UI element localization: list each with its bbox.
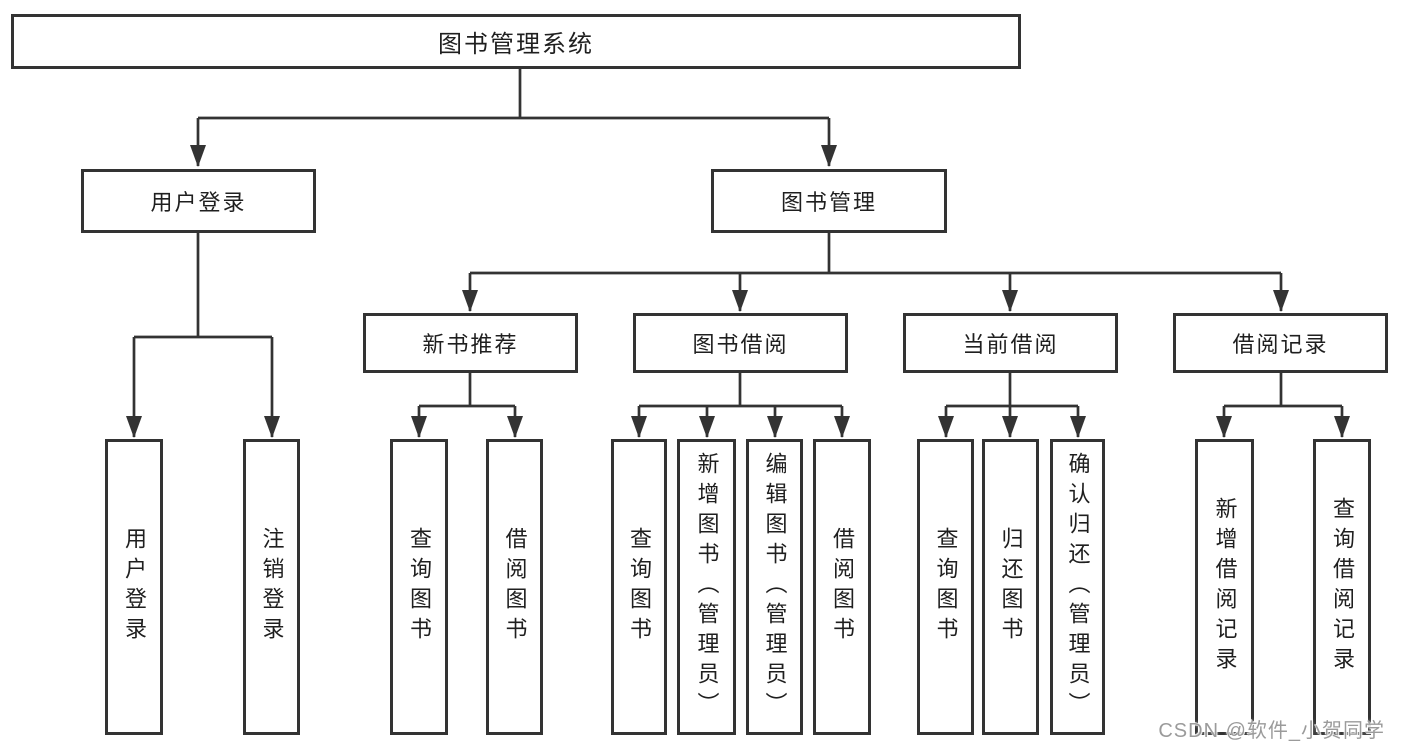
node-library-system-label: 图书管理系统 xyxy=(438,31,594,58)
node-borrowing-records: 借阅记录 xyxy=(1173,313,1388,373)
leaf-return-book: 归还图书 xyxy=(982,439,1039,735)
node-borrowing-records-label: 借阅记录 xyxy=(1232,332,1329,357)
leaf-logout-label: 注销登录 xyxy=(259,527,285,647)
leaf-query-books-recommend-label: 查询图书 xyxy=(407,527,432,647)
leaf-query-borrow-record: 查询借阅记录 xyxy=(1313,439,1371,735)
node-new-book-recommend-label: 新书推荐 xyxy=(422,332,519,357)
leaf-add-book-admin-label: 新增图书（管理员） xyxy=(694,452,720,722)
leaf-edit-book-admin-label: 编辑图书（管理员） xyxy=(762,452,788,722)
leaf-query-books-recommend: 查询图书 xyxy=(390,439,448,735)
leaf-query-books-current-label: 查询图书 xyxy=(933,527,959,647)
leaf-query-books-borrowing: 查询图书 xyxy=(611,439,667,735)
node-book-management: 图书管理 xyxy=(711,169,947,233)
node-current-borrowing-label: 当前借阅 xyxy=(962,332,1059,357)
arrow-lines xyxy=(126,118,1350,438)
leaf-return-book-label: 归还图书 xyxy=(998,527,1024,647)
leaf-borrow-books-borrowing-label: 借阅图书 xyxy=(830,527,855,647)
leaf-logout: 注销登录 xyxy=(243,439,300,735)
node-book-borrowing: 图书借阅 xyxy=(633,313,848,373)
leaf-borrow-books-borrowing: 借阅图书 xyxy=(813,439,871,735)
leaf-add-borrow-record-label: 新增借阅记录 xyxy=(1212,497,1238,677)
leaf-borrow-books-recommend-label: 借阅图书 xyxy=(502,527,528,647)
branch-lines xyxy=(134,67,1342,408)
node-book-borrowing-label: 图书借阅 xyxy=(692,332,789,357)
node-library-system: 图书管理系统 xyxy=(11,14,1021,69)
node-user-login-label: 用户登录 xyxy=(150,190,247,215)
leaf-borrow-books-recommend: 借阅图书 xyxy=(486,439,543,735)
node-new-book-recommend: 新书推荐 xyxy=(363,313,578,373)
leaf-query-books-current: 查询图书 xyxy=(917,439,974,735)
leaf-edit-book-admin: 编辑图书（管理员） xyxy=(746,439,803,735)
leaf-query-books-borrowing-label: 查询图书 xyxy=(627,527,652,647)
leaf-query-borrow-record-label: 查询借阅记录 xyxy=(1330,497,1355,677)
watermark: CSDN @软件_小贺同学 xyxy=(1158,720,1385,742)
leaf-confirm-return-admin: 确认归还（管理员） xyxy=(1050,439,1105,735)
leaf-add-borrow-record: 新增借阅记录 xyxy=(1195,439,1254,735)
leaf-add-book-admin: 新增图书（管理员） xyxy=(677,439,736,735)
leaf-user-login: 用户登录 xyxy=(105,439,163,735)
node-current-borrowing: 当前借阅 xyxy=(903,313,1118,373)
leaf-user-login-label: 用户登录 xyxy=(122,527,147,647)
leaf-confirm-return-admin-label: 确认归还（管理员） xyxy=(1065,452,1091,722)
node-user-login: 用户登录 xyxy=(81,169,316,233)
node-book-management-label: 图书管理 xyxy=(780,190,877,215)
